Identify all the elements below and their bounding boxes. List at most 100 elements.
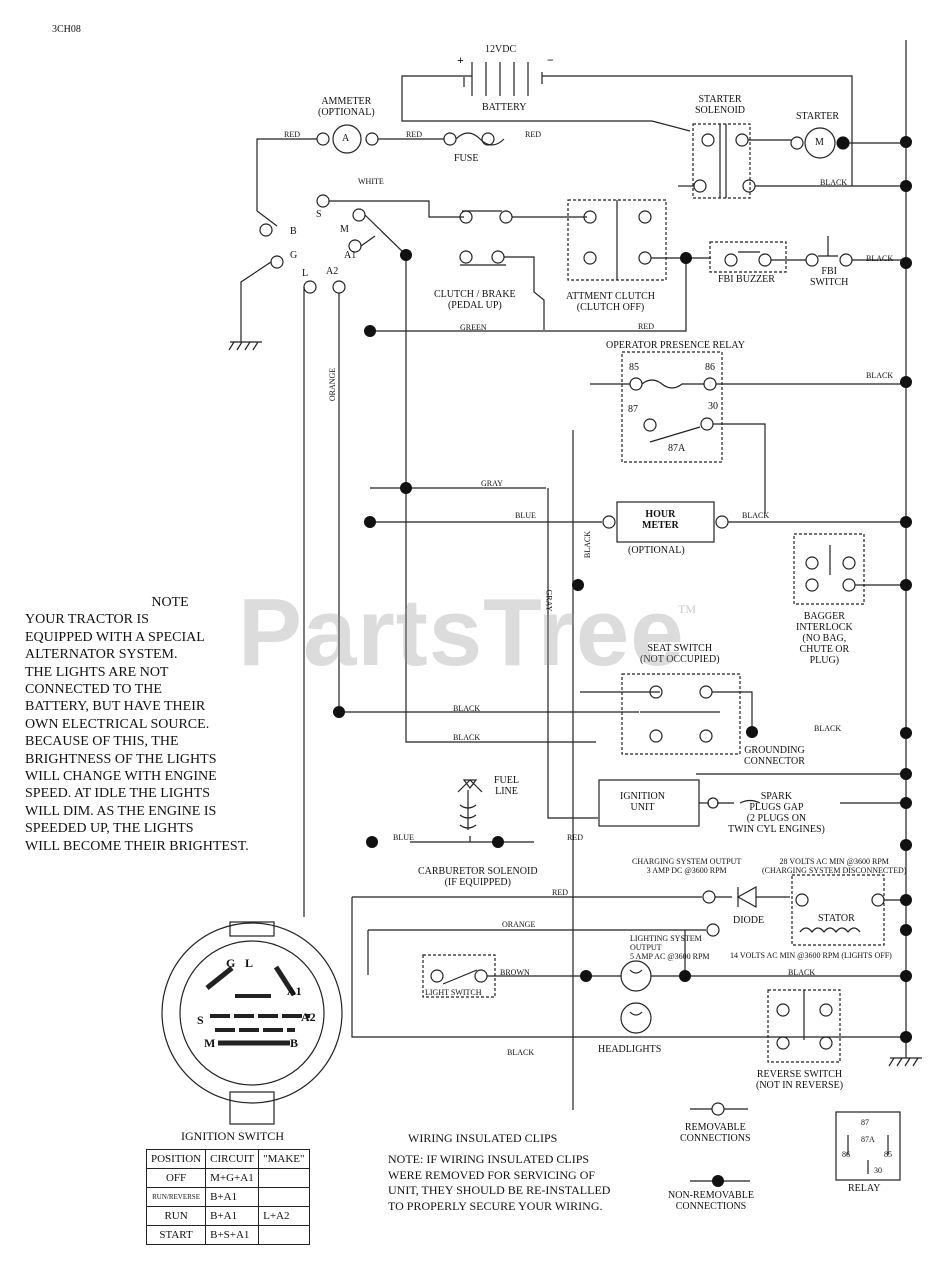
reverse-switch-label: REVERSE SWITCH (NOT IN REVERSE): [756, 1069, 844, 1091]
grounding-label: GROUNDING CONNECTOR: [744, 745, 805, 767]
clips-line: NOTE: IF WIRING INSULATED CLIPS: [388, 1152, 590, 1166]
wire-black-3: BLACK: [866, 371, 894, 380]
note-line: BRIGHTNESS OF THE LIGHTS: [25, 751, 217, 767]
note-line: WILL DIM. AS THE ENGINE IS: [25, 803, 217, 819]
removable-connection-symbol: [711, 1102, 725, 1116]
bagger-interlock-box: [793, 533, 865, 605]
relay-85: 85: [629, 362, 639, 373]
ignition-table-cell: L+A2: [258, 1206, 310, 1226]
wire-black-5: BLACK: [453, 704, 481, 713]
bagger-label: BAGGER INTERLOCK (NO BAG, CHUTE OR PLUG): [796, 611, 853, 666]
wire-orange-vertical: ORANGE: [328, 367, 338, 402]
note-line: BECAUSE OF THIS, THE: [25, 734, 179, 750]
ignition-table-cell: M+G+A1: [205, 1168, 260, 1188]
light-switch-label: LIGHT SWITCH: [425, 988, 482, 997]
wire-blue: BLUE: [515, 511, 536, 520]
ignition-table-cell: B+A1: [205, 1187, 260, 1207]
starter-symbol-text: M: [815, 137, 824, 148]
note-line: EQUIPPED WITH A SPECIAL: [25, 629, 205, 645]
fbi-switch-label: FBI SWITCH: [810, 266, 849, 288]
face-A2: A2: [301, 1010, 316, 1024]
wire-red-6: RED: [552, 888, 568, 897]
legend-relay-label: RELAY: [848, 1183, 881, 1194]
fbi-buzzer-box: [709, 241, 787, 273]
note-line: CONNECTED TO THE: [25, 682, 162, 698]
face-G: G: [226, 956, 236, 970]
term-B: B: [290, 226, 297, 237]
lighting-output-label: LIGHTING SYSTEM OUTPUT 5 AMP AC @3600 RP…: [630, 934, 710, 961]
wire-black-7: BLACK: [814, 724, 842, 733]
face-S: S: [197, 1013, 204, 1027]
headlight-2: [620, 1002, 652, 1034]
hour-meter-sub: (OPTIONAL): [628, 545, 685, 556]
ignition-table-cell: START: [145, 1225, 207, 1245]
starter-solenoid-box: [692, 123, 751, 199]
ignition-table-header-cell: POSITION: [145, 1149, 207, 1169]
diode-label: DIODE: [733, 915, 765, 926]
legend-relay-87a: 87A: [861, 1135, 875, 1144]
wire-gray: GRAY: [481, 479, 503, 488]
headlight-1: [620, 960, 652, 992]
face-M: M: [204, 1036, 216, 1050]
note-line: WILL BECOME THEIR BRIGHTEST.: [25, 838, 249, 854]
note-line: SPEEDED UP, THE LIGHTS: [25, 821, 194, 837]
fuse-symbol: [455, 132, 505, 146]
wire-red-1: RED: [284, 130, 300, 139]
term-A1: A1: [344, 250, 357, 261]
operator-relay-label: OPERATOR PRESENCE RELAY: [606, 340, 745, 351]
wire-red-4: RED: [638, 322, 654, 331]
clips-line: TO PROPERLY SECURE YOUR WIRING.: [388, 1198, 603, 1213]
clips-line: UNIT, THEY SHOULD BE RE-INSTALLED: [388, 1183, 611, 1197]
hour-meter-label: HOUR METER: [642, 509, 679, 531]
battery-plus: +: [457, 53, 464, 67]
watermark: PartsTree: [238, 579, 685, 686]
fbi-buzzer-label: FBI BUZZER: [718, 274, 775, 285]
seat-switch-label: SEAT SWITCH (NOT OCCUPIED): [640, 643, 720, 665]
ammeter-label: AMMETER (OPTIONAL): [318, 96, 375, 118]
diode-symbol: [736, 885, 757, 909]
wire-black-6: BLACK: [453, 733, 481, 742]
note-line: ALTERNATOR SYSTEM.: [25, 647, 178, 663]
headlights-label: HEADLIGHTS: [598, 1044, 662, 1055]
relay-86: 86: [705, 362, 715, 373]
legend-relay-87: 87: [861, 1118, 869, 1127]
legend-relay-box: [835, 1111, 901, 1181]
starter-motor: [804, 127, 836, 159]
wire-black-2: BLACK: [866, 254, 894, 263]
ignition-table-cell: [258, 1187, 310, 1207]
term-M: M: [340, 224, 349, 235]
wire-black-low: BLACK: [507, 1048, 535, 1057]
wire-brown: BROWN: [500, 968, 530, 977]
clips-title: WIRING INSULATED CLIPS: [408, 1131, 558, 1145]
wire-orange: ORANGE: [502, 920, 536, 929]
clips-line: WERE REMOVED FOR SERVICING OF: [388, 1167, 596, 1182]
term-A2: A2: [326, 266, 339, 277]
wire-black-1: BLACK: [820, 178, 848, 187]
face-L: L: [245, 956, 254, 970]
legend-relay-85: 85: [884, 1150, 892, 1159]
doc-code: 3CH08: [52, 24, 81, 35]
ignition-table-cell: RUN/REVERSE: [145, 1187, 207, 1207]
hour-meter-box: [616, 501, 715, 543]
stator-box: [791, 874, 885, 946]
battery-symbol: [401, 62, 853, 186]
relay-87a: 87A: [668, 443, 686, 454]
ignition-table-header-cell: "MAKE": [258, 1149, 310, 1169]
wire-black-vertical: BLACK: [583, 530, 593, 559]
ignition-switch-face: [161, 921, 343, 1125]
charging-output-label: CHARGING SYSTEM OUTPUT 3 AMP DC @3600 RP…: [632, 857, 742, 875]
fuse-label: FUSE: [454, 153, 479, 164]
relay-87: 87: [628, 404, 638, 415]
attment-clutch-label: ATTMENT CLUTCH (CLUTCH OFF): [566, 291, 655, 313]
operator-relay-box: [621, 351, 723, 463]
note-line: THE LIGHTS ARE NOT: [25, 664, 169, 680]
legend-relay-86: 86: [842, 1150, 850, 1159]
ammeter-symbol: [332, 124, 362, 154]
legend-non-removable: NON-REMOVABLE CONNECTIONS: [668, 1190, 754, 1212]
